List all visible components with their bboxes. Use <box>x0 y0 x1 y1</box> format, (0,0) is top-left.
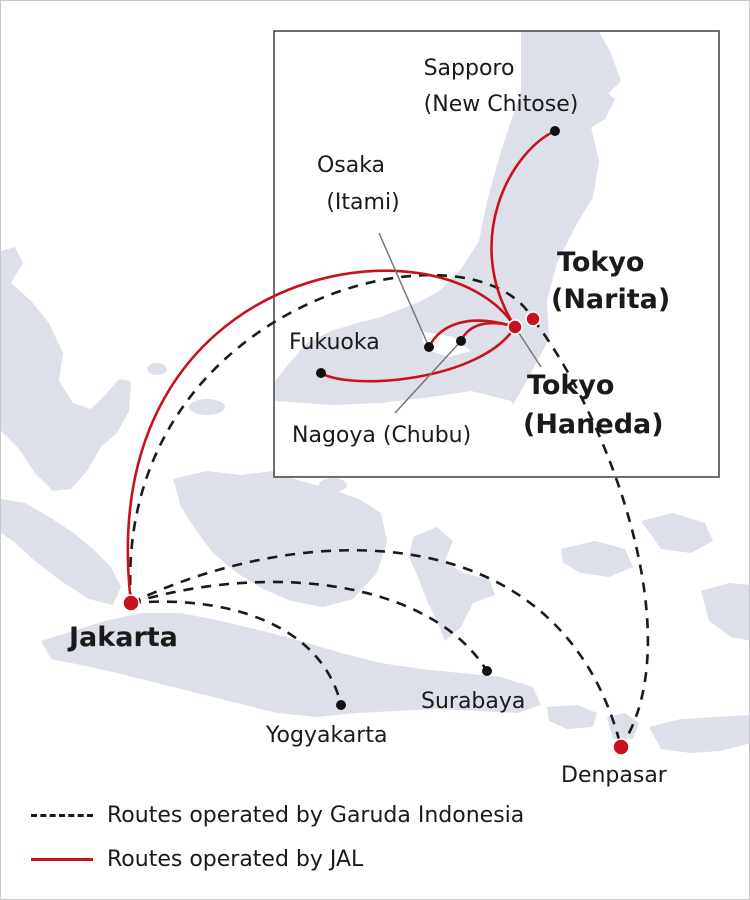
landmass-bali <box>547 705 597 729</box>
city-labels: Sapporo (New Chitose) Osaka (Itami) Fuku… <box>67 56 670 788</box>
legend-label-garuda: Routes operated by Garuda Indonesia <box>107 802 525 828</box>
landmass-islet-4 <box>239 642 259 652</box>
route-garuda-jakarta-denpasar <box>130 549 623 748</box>
leader-nagoya <box>394 340 462 414</box>
landmass-sulawesi <box>409 527 495 641</box>
marker-sapporo <box>550 126 560 136</box>
marker-tokyo-haneda <box>507 319 523 335</box>
landmass-maluku <box>561 541 633 577</box>
landmass-islet-1 <box>189 399 225 415</box>
landmass-java <box>41 613 541 717</box>
label-sapporo: Sapporo <box>424 56 515 81</box>
route-jal-haneda-sapporo <box>490 129 556 328</box>
city-markers <box>122 126 630 756</box>
marker-yogyakarta <box>336 700 346 710</box>
marker-jakarta <box>122 594 140 612</box>
label-tokyo-haneda: Tokyo <box>527 370 615 401</box>
leader-osaka <box>378 232 430 348</box>
route-garuda-narita-denpasar <box>531 318 650 748</box>
landmass-hokkaido <box>521 85 615 163</box>
label-denpasar: Denpasar <box>561 763 668 788</box>
legend-label-jal: Routes operated by JAL <box>107 846 364 872</box>
leader-lines <box>378 232 542 414</box>
label-tokyo-narita-sub: (Narita) <box>551 284 670 315</box>
land-masses <box>1 247 749 753</box>
route-garuda-jakarta-narita <box>128 273 535 604</box>
label-osaka-sub: (Itami) <box>326 190 399 215</box>
landmass-islet-3 <box>319 478 347 492</box>
legend-item-jal: Routes operated by JAL <box>31 842 363 876</box>
landmass-sumatra <box>1 499 121 605</box>
jal-routes <box>126 129 556 604</box>
leader-haneda <box>514 326 542 368</box>
marker-surabaya <box>482 666 492 676</box>
landmass-new-guinea <box>701 583 749 641</box>
landmass-lombok <box>607 713 639 739</box>
inset-sea-south <box>275 391 541 476</box>
route-garuda-jakarta-surabaya <box>130 580 489 672</box>
legend-item-garuda: Routes operated by Garuda Indonesia <box>31 798 524 832</box>
label-tokyo-narita: Tokyo <box>557 247 645 278</box>
label-tokyo-haneda-sub: (Haneda) <box>523 409 664 440</box>
marker-osaka <box>424 342 434 352</box>
garuda-routes <box>128 273 650 748</box>
route-garuda-jakarta-yogyakarta <box>130 600 343 706</box>
route-jal-haneda-fukuoka <box>320 326 517 383</box>
legend-swatch-solid <box>31 857 93 861</box>
label-surabaya: Surabaya <box>421 689 525 714</box>
marker-denpasar <box>612 738 630 756</box>
legend-swatch-dashed <box>31 813 93 817</box>
inset-sea-inland <box>421 331 471 357</box>
landmass-halmahera <box>641 513 713 553</box>
label-fukuoka: Fukuoka <box>289 330 380 355</box>
landmass-nusa-tenggara <box>649 715 749 753</box>
marker-tokyo-narita <box>525 311 541 327</box>
label-jakarta: Jakarta <box>67 622 178 653</box>
label-osaka: Osaka <box>317 153 385 178</box>
label-yogyakarta: Yogyakarta <box>265 723 387 748</box>
landmass-borneo <box>173 471 387 607</box>
marker-fukuoka <box>316 368 326 378</box>
marker-nagoya <box>456 336 466 346</box>
label-nagoya: Nagoya (Chubu) <box>292 423 471 448</box>
label-sapporo-sub: (New Chitose) <box>424 92 579 117</box>
route-jal-jakarta-haneda <box>126 269 517 604</box>
landmass-asia-mainland <box>1 247 131 491</box>
landmass-islet-2 <box>147 363 167 375</box>
